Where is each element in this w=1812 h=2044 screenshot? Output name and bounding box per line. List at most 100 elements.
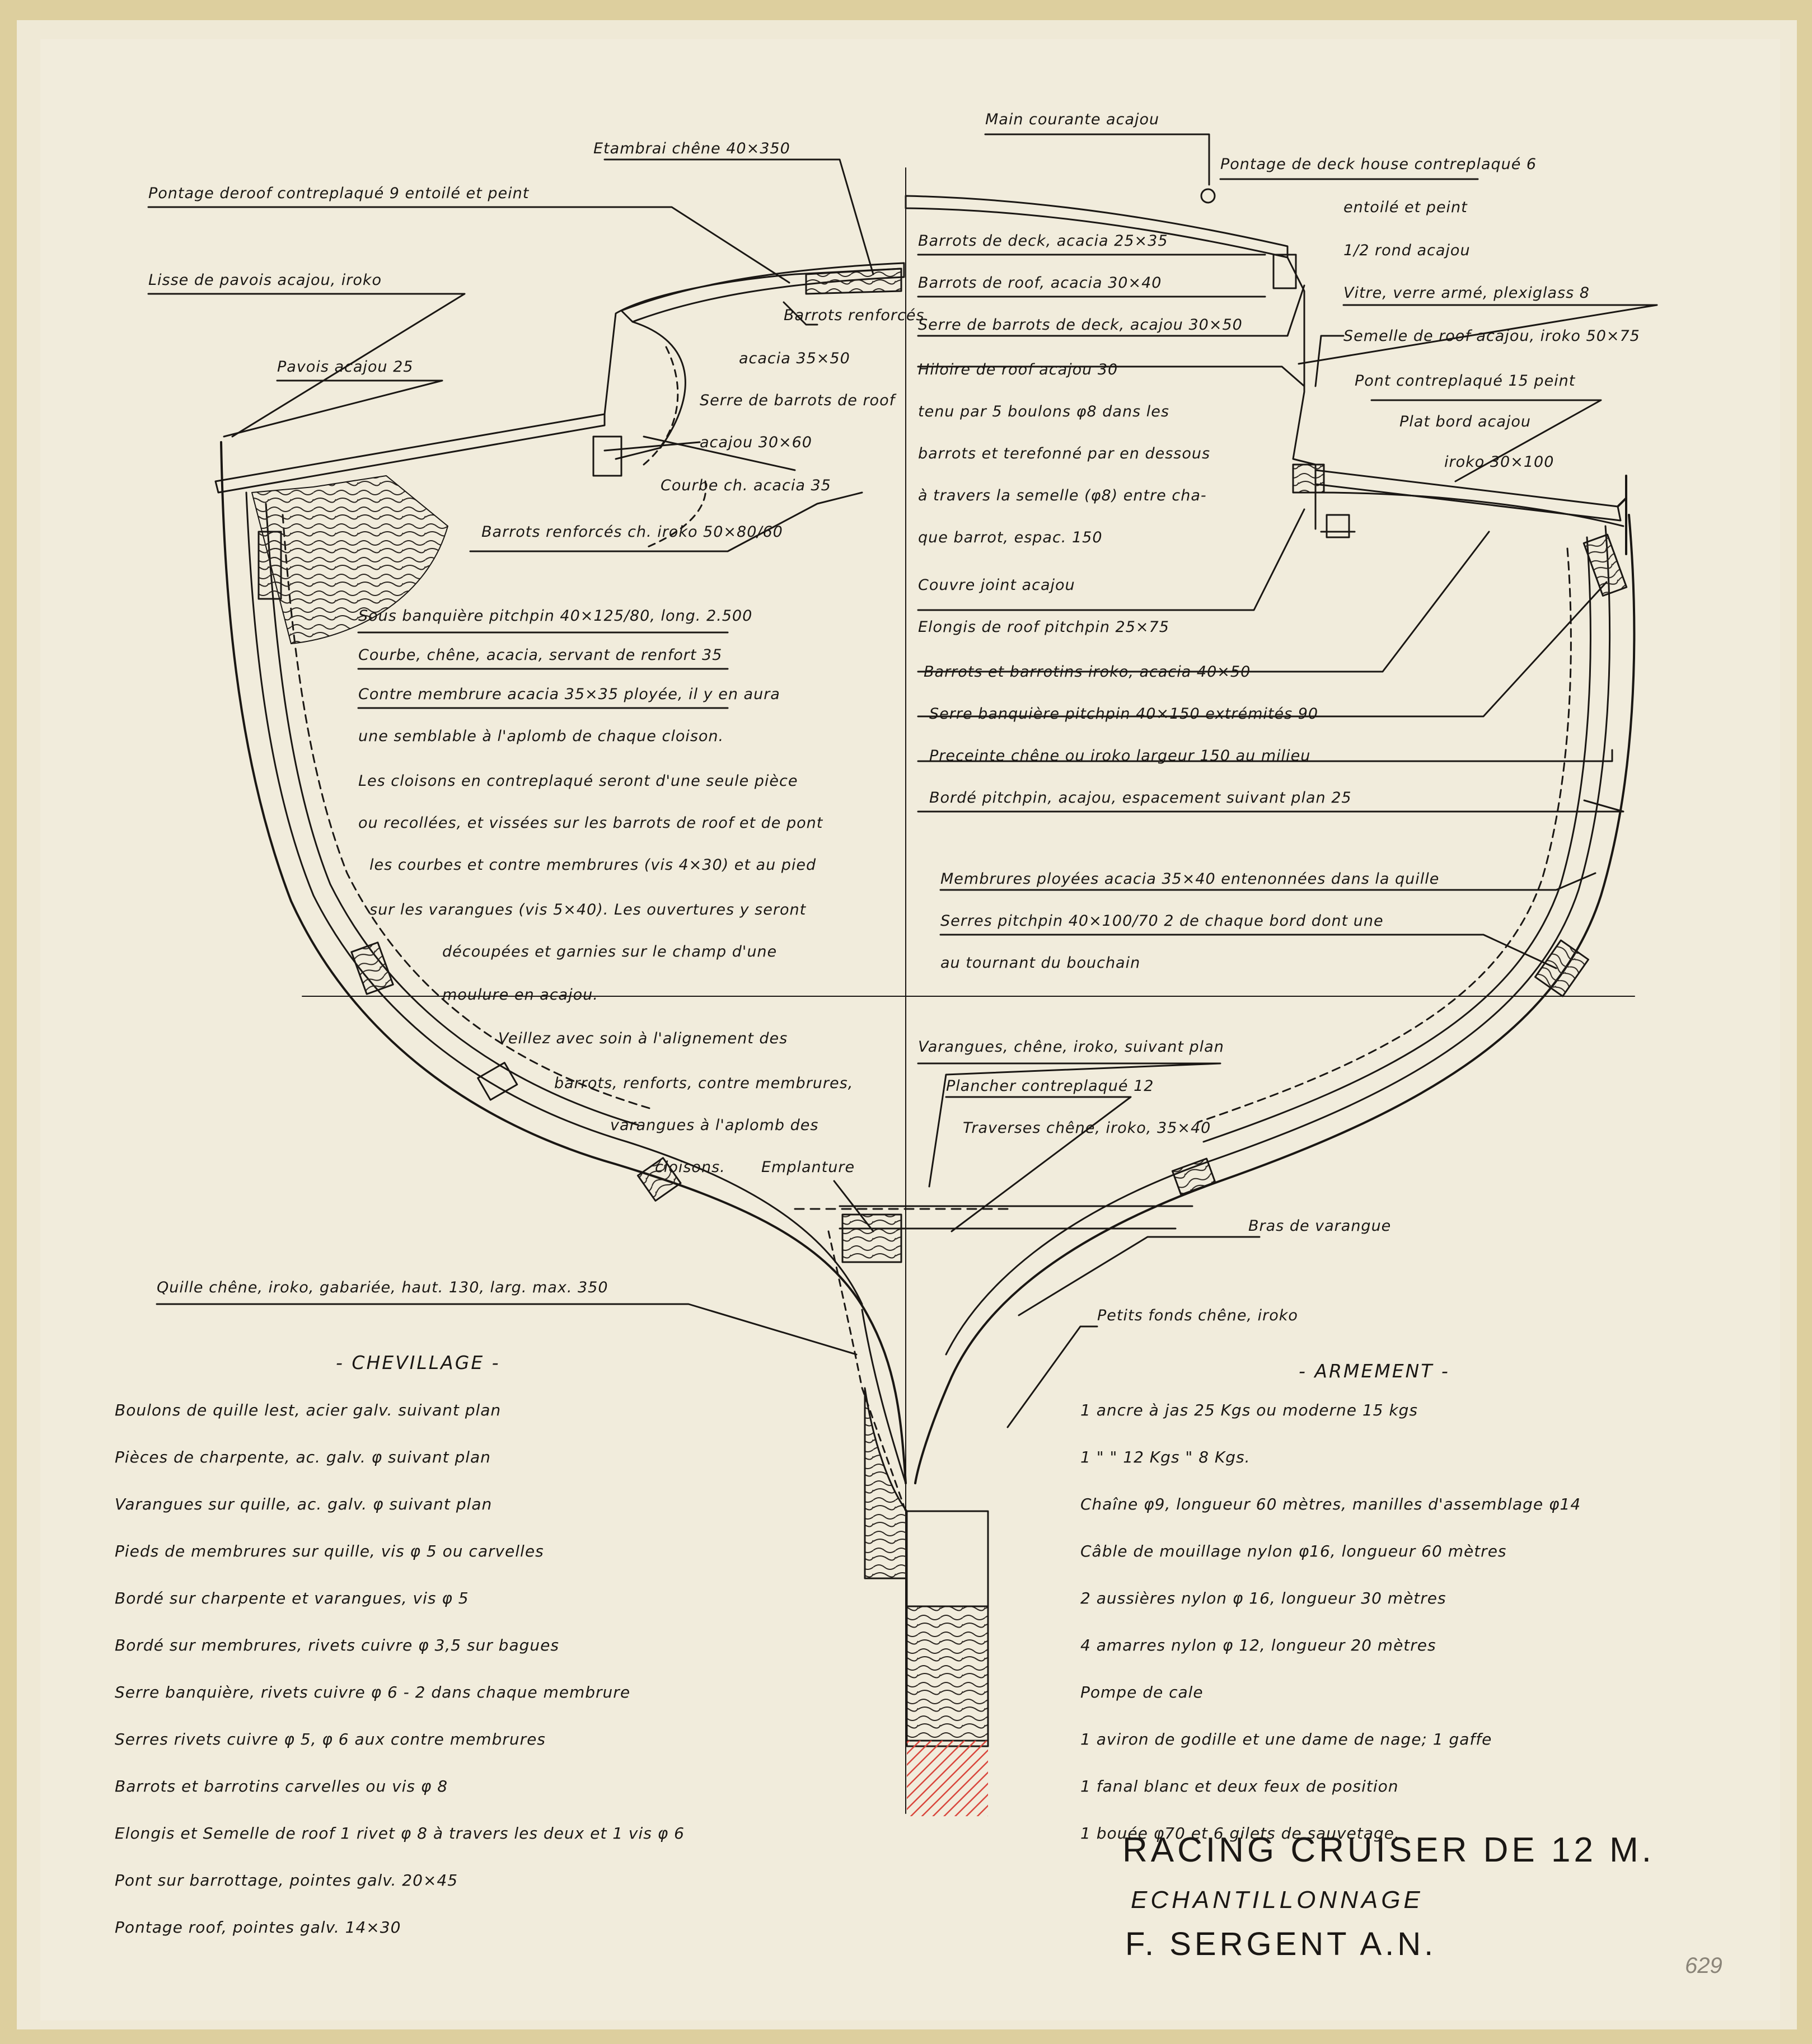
label-etambrai: Etambrai chêne 40×350	[593, 140, 790, 157]
label-vitre: Vitre, verre armé, plexiglass 8	[1343, 284, 1590, 302]
chevillage-item: Pieds de membrures sur quille, vis φ 5 o…	[115, 1542, 544, 1560]
chevillage-heading: - CHEVILLAGE -	[336, 1352, 500, 1373]
chevillage-item: Elongis et Semelle de roof 1 rivet φ 8 à…	[115, 1824, 685, 1843]
armement-item: 4 amarres nylon φ 12, longueur 20 mètres	[1080, 1636, 1436, 1654]
chevillage-item: Bordé sur charpente et varangues, vis φ …	[115, 1589, 469, 1607]
label-pont-contreplaque: Pont contreplaqué 15 peint	[1355, 372, 1576, 390]
chevillage-item: Pont sur barrottage, pointes galv. 20×45	[115, 1871, 458, 1890]
label-quille: Quille chêne, iroko, gabariée, haut. 130…	[157, 1279, 608, 1296]
label-hiloire-4: à travers la semelle (φ8) entre cha-	[918, 487, 1207, 504]
hull-outer-left	[220, 441, 907, 1484]
label-serres-pitchpin: Serres pitchpin 40×100/70 2 de chaque bo…	[940, 912, 1384, 930]
label-hiloire-3: barrots et terefonné par en dessous	[918, 445, 1211, 462]
chevillage-item: Serres rivets cuivre φ 5, φ 6 aux contre…	[115, 1730, 546, 1748]
label-serre-banquiere: Serre banquière pitchpin 40×150 extrémit…	[929, 705, 1319, 723]
cabin-roof-left	[620, 262, 905, 323]
chevillage-list: Boulons de quille lest, acier galv. suiv…	[115, 1387, 685, 1951]
label-veillez: Veillez avec soin à l'alignement des	[498, 1030, 788, 1047]
label-preceinte: Preceinte chêne ou iroko largeur 150 au …	[929, 747, 1311, 765]
label-barrots-renforces: Barrots renforcés	[784, 307, 925, 324]
label-elongis: Elongis de roof pitchpin 25×75	[918, 618, 1169, 636]
label-pontage-deck-house: Pontage de deck house contreplaqué 6	[1220, 156, 1537, 173]
label-demi-rond: 1/2 rond acajou	[1343, 242, 1471, 259]
drawing-subtitle: ECHANTILLONNAGE	[1131, 1886, 1424, 1914]
label-hiloire: Hiloire de roof acajou 30	[918, 361, 1118, 378]
hull-outer-right	[914, 514, 1636, 1484]
armement-item: 1 fanal blanc et deux feux de position	[1080, 1777, 1399, 1795]
label-note-line-2: une semblable à l'aplomb de chaque clois…	[358, 728, 724, 745]
chevillage-item: Barrots et barrotins carvelles ou vis φ …	[115, 1777, 448, 1795]
hull-inner-left	[245, 491, 863, 1305]
label-courbe-renfort: Courbe, chêne, acacia, servant de renfor…	[358, 646, 723, 664]
label-semelle-roof: Semelle de roof acajou, iroko 50×75	[1343, 327, 1640, 345]
deck-right	[1314, 469, 1622, 522]
armement-item: Pompe de cale	[1080, 1683, 1204, 1701]
label-pontage-roof: Pontage deroof contreplaqué 9 entoilé et…	[148, 185, 530, 202]
chevillage-item: Pontage roof, pointes galv. 14×30	[115, 1918, 401, 1937]
label-note-line-8: moulure en acajou.	[442, 986, 598, 1004]
label-bras-varangue: Bras de varangue	[1248, 1217, 1392, 1235]
armement-list: 1 ancre à jas 25 Kgs ou moderne 15 kgs 1…	[1080, 1387, 1581, 1857]
label-acajou-30x60: acajou 30×60	[700, 434, 812, 451]
sheet-number: 629	[1685, 1953, 1722, 1978]
label-hiloire-5: que barrot, espac. 150	[918, 529, 1103, 546]
label-serre-barrots-roof: Serre de barrots de roof	[700, 392, 896, 409]
roof-knee-left	[805, 268, 902, 295]
label-acacia-35x50: acacia 35×50	[739, 350, 850, 367]
label-traverses: Traverses chêne, iroko, 35×40	[963, 1119, 1211, 1137]
armement-item: 1 " " 12 Kgs " 8 Kgs.	[1080, 1448, 1251, 1466]
label-varangues: Varangues, chêne, iroko, suivant plan	[918, 1038, 1224, 1056]
label-barrots-barrotins: Barrots et barrotins iroko, acacia 40×50	[924, 663, 1251, 681]
label-plancher: Plancher contreplaqué 12	[946, 1077, 1154, 1095]
armement-item: 2 aussières nylon φ 16, longueur 30 mètr…	[1080, 1589, 1446, 1607]
label-entoile-peint: entoilé et peint	[1343, 199, 1468, 216]
label-note-line-6: sur les varangues (vis 5×40). Les ouvert…	[369, 901, 807, 918]
label-hiloire-2: tenu par 5 boulons φ8 dans les	[918, 403, 1169, 420]
chevillage-item: Bordé sur membrures, rivets cuivre φ 3,5…	[115, 1636, 559, 1654]
label-lisse-pavois: Lisse de pavois acajou, iroko	[148, 271, 382, 289]
label-sous-banquiere: Sous banquière pitchpin 40×125/80, long.…	[358, 607, 753, 625]
label-barrots-renforces-iroko: Barrots renforcés ch. iroko 50×80/60	[481, 523, 783, 541]
armement-item: Chaîne φ9, longueur 60 mètres, manilles …	[1080, 1495, 1581, 1513]
designer-name: F. SERGENT A.N.	[1125, 1926, 1437, 1962]
label-plat-bord: Plat bord acajou	[1399, 413, 1532, 430]
label-couvre-joint: Couvre joint acajou	[918, 576, 1075, 594]
label-bouchain: au tournant du bouchain	[940, 954, 1141, 972]
chevillage-item: Serre banquière, rivets cuivre φ 6 - 2 d…	[115, 1683, 631, 1701]
label-emplanture: Emplanture	[761, 1159, 855, 1176]
drawing-title: RACING CRUISER DE 12 M.	[1122, 1831, 1655, 1869]
label-contre-membrure: Contre membrure acacia 35×35 ployée, il …	[358, 686, 780, 703]
label-courbe-acacia: Courbe ch. acacia 35	[661, 477, 831, 494]
label-veillez-3: varangues à l'aplomb des	[610, 1117, 819, 1134]
armement-item: 1 bouée φ70 et 6 gilets de sauvetage.	[1080, 1824, 1400, 1843]
label-veillez-2: barrots, renforts, contre membrures,	[554, 1075, 854, 1092]
label-plat-bord-2: iroko 30×100	[1444, 453, 1555, 471]
label-main-courante: Main courante acajou	[985, 111, 1160, 128]
label-membrures: Membrures ployées acacia 35×40 entenonné…	[940, 870, 1440, 888]
armement-item: Câble de mouillage nylon φ16, longueur 6…	[1080, 1542, 1507, 1560]
label-borde: Bordé pitchpin, acajou, espacement suiva…	[929, 789, 1352, 807]
label-note-line-7: découpées et garnies sur le champ d'une	[442, 943, 778, 960]
label-petits-fonds: Petits fonds chêne, iroko	[1097, 1307, 1298, 1324]
label-veillez-4: cloisons.	[655, 1159, 725, 1176]
label-note-line-3: Les cloisons en contreplaqué seront d'un…	[358, 772, 798, 790]
keel-timber	[864, 1387, 908, 1579]
chevillage-item: Boulons de quille lest, acier galv. suiv…	[115, 1401, 502, 1419]
chevillage-item: Pièces de charpente, ac. galv. φ suivant…	[115, 1448, 491, 1466]
label-barrots-deck: Barrots de deck, acacia 25×35	[918, 232, 1168, 250]
label-barrots-roof: Barrots de roof, acacia 30×40	[918, 274, 1162, 292]
hull-inner-right	[945, 525, 1611, 1356]
label-note-line-5: les courbes et contre membrures (vis 4×3…	[369, 856, 817, 874]
keel-left	[861, 1309, 907, 1484]
label-note-line-4: ou recollées, et vissées sur les barrots…	[358, 814, 823, 832]
armement-item: 1 ancre à jas 25 Kgs ou moderne 15 kgs	[1080, 1401, 1418, 1419]
label-pavois: Pavois acajou 25	[277, 358, 414, 376]
armement-heading: - ARMEMENT -	[1299, 1360, 1450, 1382]
label-serre-barrots-deck: Serre de barrots de deck, acajou 30×50	[918, 316, 1243, 334]
handrail-knob	[1200, 188, 1216, 204]
mast-step	[841, 1213, 902, 1263]
armement-item: 1 aviron de godille et une dame de nage;…	[1080, 1730, 1492, 1748]
ballast-red	[907, 1741, 988, 1816]
chevillage-item: Varangues sur quille, ac. galv. φ suivan…	[115, 1495, 493, 1513]
